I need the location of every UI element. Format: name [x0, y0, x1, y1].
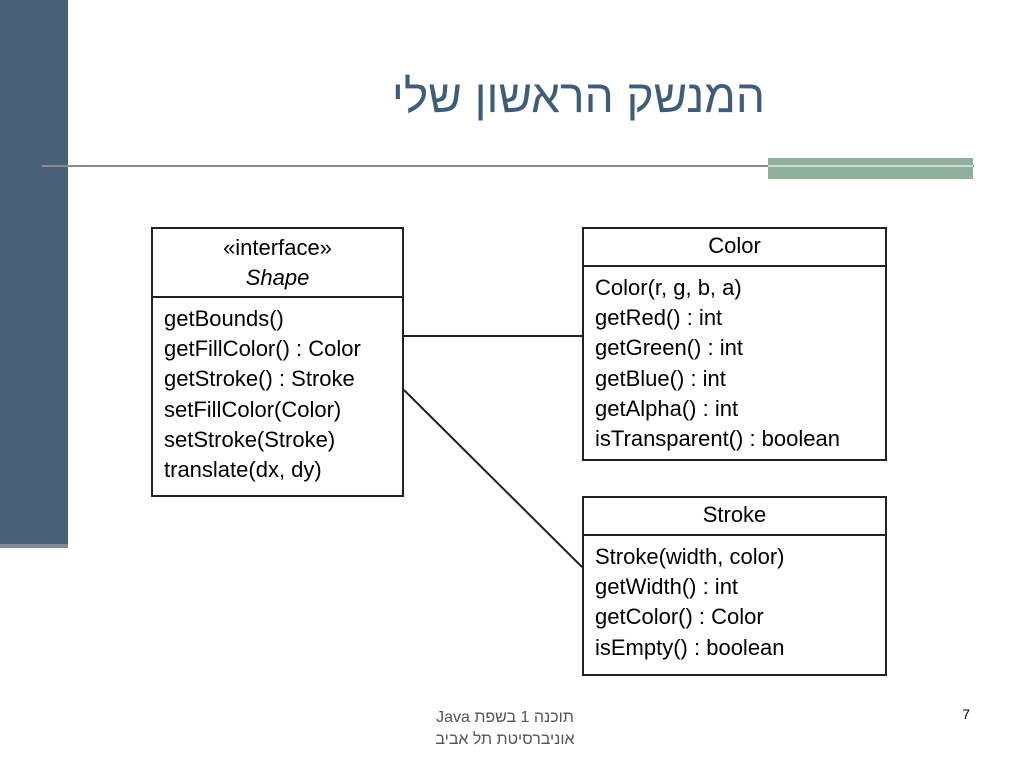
color-members: Color(r, g, b, a) getRed() : int getGree… — [584, 267, 885, 454]
shape-member: getFillColor() : Color — [164, 336, 361, 362]
title-accent-highlight — [768, 165, 973, 167]
association-shape-stroke — [403, 389, 583, 568]
color-member: getBlue() : int — [595, 365, 726, 391]
shape-member: getStroke() : Stroke — [164, 366, 355, 392]
shape-name: Shape — [245, 265, 310, 290]
shape-member: setStroke(Stroke) — [164, 426, 336, 452]
shape-interface-box: «interface» Shape getBounds() getFillCol… — [151, 227, 404, 497]
shape-member: getBounds() — [164, 306, 284, 331]
color-class-box: Color Color(r, g, b, a) getRed() : int g… — [582, 227, 887, 461]
page-number: 7 — [962, 706, 970, 722]
color-member: isTransparent() : boolean — [595, 426, 840, 452]
color-member: getAlpha() : int — [595, 395, 739, 421]
stroke-name: Stroke — [702, 502, 767, 527]
footer-course: תוכנה 1 בשפת Java — [436, 709, 574, 726]
shape-members: getBounds() getFillColor() : Color getSt… — [153, 298, 402, 485]
title-divider — [42, 165, 974, 167]
stroke-members: Stroke(width, color) getWidth() : int ge… — [584, 536, 885, 663]
color-member: getRed() : int — [595, 305, 723, 331]
color-member: getGreen() : int — [595, 335, 743, 361]
stroke-member: isEmpty() : boolean — [595, 634, 785, 660]
stroke-member: getColor() : Color — [595, 604, 764, 630]
title-accent-bar — [768, 158, 973, 179]
slide-footer: תוכנה 1 בשפת Java אוניברסיטת תל אביב — [380, 707, 630, 751]
stroke-class-box: Stroke Stroke(width, color) getWidth() :… — [582, 496, 887, 676]
stroke-header: Stroke — [584, 498, 885, 536]
shape-member: setFillColor(Color) — [164, 396, 342, 422]
color-name: Color — [708, 233, 761, 258]
left-bar-edge — [0, 544, 68, 548]
shape-header: «interface» Shape — [153, 229, 402, 298]
stroke-member: Stroke(width, color) — [595, 544, 785, 569]
slide-title: המנשק הראשון שלי — [391, 70, 765, 122]
shape-member: translate(dx, dy) — [164, 457, 322, 483]
shape-stereotype: «interface» — [223, 235, 332, 260]
left-decorative-bar — [0, 0, 68, 546]
color-member: Color(r, g, b, a) — [595, 275, 742, 300]
footer-university: אוניברסיטת תל אביב — [435, 731, 575, 748]
stroke-member: getWidth() : int — [595, 574, 739, 600]
color-header: Color — [584, 229, 885, 267]
